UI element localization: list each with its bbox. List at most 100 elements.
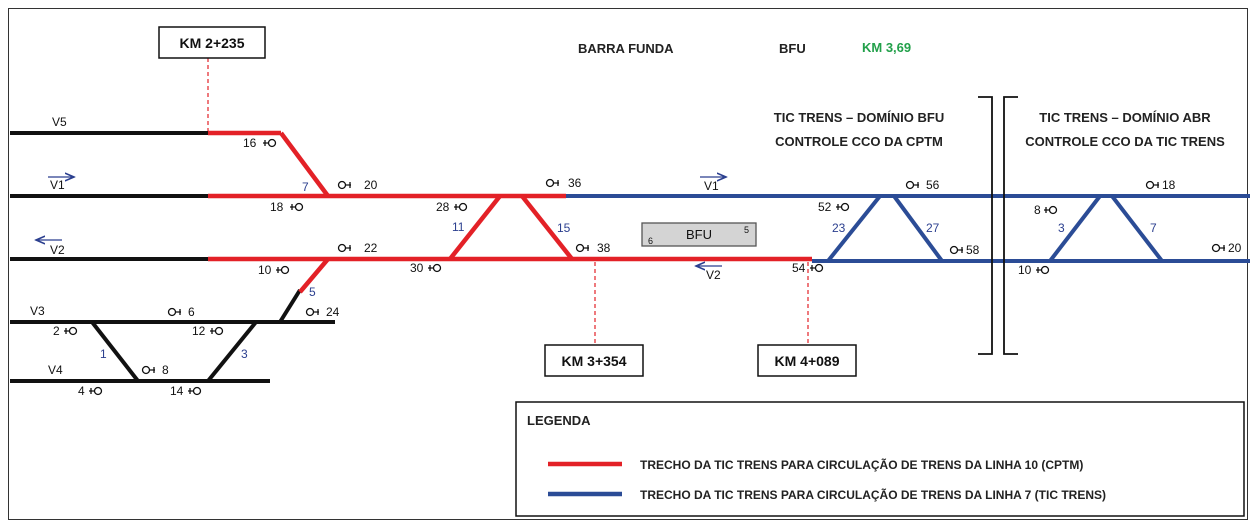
svg-text:52: 52 [818, 200, 832, 214]
km-dashes [207, 58, 809, 345]
switch-23-num: 23 [832, 221, 846, 235]
signal-18: 18 [270, 200, 304, 214]
signal-10r: 10 [1018, 263, 1050, 277]
switch-1-num: 1 [100, 347, 107, 361]
signal-22: 22 [337, 241, 378, 255]
domain-brackets [978, 96, 1018, 355]
svg-text:KM 3+354: KM 3+354 [562, 353, 627, 369]
svg-text:22: 22 [364, 241, 378, 255]
svg-text:BFU: BFU [686, 227, 712, 242]
signal-20: 20 [337, 178, 378, 192]
switch-15-red [520, 194, 574, 261]
diagram-frame [8, 8, 1248, 520]
switch-3-line [206, 320, 258, 383]
svg-text:6: 6 [648, 236, 653, 246]
svg-text:30: 30 [410, 261, 424, 275]
signal-54: 54 [792, 261, 824, 275]
switch-7r-num: 7 [1150, 221, 1157, 235]
svg-text:10: 10 [258, 263, 272, 277]
label-v2-right: V2 [706, 268, 721, 282]
switch-11-num: 11 [452, 220, 465, 234]
svg-text:KM 4+089: KM 4+089 [775, 353, 840, 369]
svg-text:38: 38 [597, 241, 611, 255]
svg-text:20: 20 [364, 178, 378, 192]
switch-1-line [90, 320, 140, 383]
station-code: BFU [779, 41, 806, 56]
svg-text:12: 12 [192, 324, 206, 338]
svg-text:KM 2+235: KM 2+235 [180, 35, 245, 51]
switch-7-red [279, 131, 330, 198]
signal-10: 10 [258, 263, 290, 277]
switch-11-red [448, 194, 502, 261]
signal-58: 58 [949, 243, 980, 257]
signal-56: 56 [905, 178, 940, 192]
svg-text:20: 20 [1228, 241, 1242, 255]
domain-bfu-line1: TIC TRENS – DOMÍNIO BFU [774, 110, 944, 125]
signal-38: 38 [575, 241, 611, 255]
svg-text:58: 58 [966, 243, 980, 257]
signal-12: 12 [192, 324, 224, 338]
signal-52: 52 [818, 200, 850, 214]
label-v3: V3 [30, 304, 45, 318]
label-v1: V1 [50, 178, 65, 192]
switch-15-num: 15 [557, 221, 571, 235]
svg-text:56: 56 [926, 178, 940, 192]
signal-28: 28 [436, 200, 468, 214]
switch-3-num: 3 [241, 347, 248, 361]
black-tracks [10, 131, 335, 383]
km-marker-2: KM 3+354 [544, 344, 644, 377]
svg-text:28: 28 [436, 200, 450, 214]
switch-23-blue [826, 194, 882, 263]
red-tracks [208, 130, 812, 294]
signal-30: 30 [410, 261, 442, 275]
label-v5: V5 [52, 115, 67, 129]
legend-red-label: TRECHO DA TIC TRENS PARA CIRCULAÇÃO DE T… [640, 457, 1083, 472]
svg-text:5: 5 [744, 225, 749, 235]
domain-bfu-line2: CONTROLE CCO DA CPTM [775, 134, 943, 149]
svg-text:16: 16 [243, 136, 257, 150]
km-marker-3: KM 4+089 [757, 344, 857, 377]
label-v1-right: V1 [704, 179, 719, 193]
signal-8: 8 [141, 363, 169, 377]
domain-abr-line2: CONTROLE CCO DA TIC TRENS [1025, 134, 1225, 149]
signal-14: 14 [170, 384, 202, 398]
svg-text:36: 36 [568, 176, 582, 190]
signal-8r: 8 [1034, 203, 1058, 217]
signal-16: 16 [243, 136, 277, 150]
legend-title: LEGENDA [527, 413, 591, 428]
label-v2: V2 [50, 243, 65, 257]
svg-text:4: 4 [78, 384, 85, 398]
station-name: BARRA FUNDA [578, 41, 674, 56]
switch-5-red [298, 257, 330, 294]
domain-abr-line1: TIC TRENS – DOMÍNIO ABR [1039, 110, 1211, 125]
svg-text:2: 2 [53, 324, 60, 338]
station-km: KM 3,69 [862, 40, 911, 55]
switch-3r-blue [1048, 194, 1102, 263]
label-v4: V4 [48, 363, 63, 377]
legend-blue-label: TRECHO DA TIC TRENS PARA CIRCULAÇÃO DE T… [640, 487, 1106, 502]
signal-2: 2 [53, 324, 78, 338]
svg-text:14: 14 [170, 384, 184, 398]
signal-18r: 18 [1145, 178, 1176, 192]
bracket-left [1003, 96, 1018, 355]
svg-text:10: 10 [1018, 263, 1032, 277]
switch-5-black [278, 288, 302, 324]
svg-text:8: 8 [1034, 203, 1041, 217]
km-marker-1: KM 2+235 [158, 26, 266, 59]
svg-text:18: 18 [1162, 178, 1176, 192]
signal-6: 6 [167, 305, 195, 319]
svg-text:8: 8 [162, 363, 169, 377]
signal-4: 4 [78, 384, 103, 398]
switch-7-num: 7 [302, 180, 309, 194]
svg-text:54: 54 [792, 261, 806, 275]
switch-5-num: 5 [309, 285, 316, 299]
switch-27-num: 27 [926, 221, 940, 235]
signal-36: 36 [545, 176, 582, 190]
bracket-right [978, 96, 993, 355]
blue-tracks [566, 194, 1250, 263]
signals: 16 18 10 2 12 4 14 28 30 52 54 8 10 20 2… [53, 136, 1242, 398]
svg-text:24: 24 [326, 305, 340, 319]
switch-7r-blue [1110, 194, 1164, 263]
switch-27-blue [892, 194, 944, 263]
